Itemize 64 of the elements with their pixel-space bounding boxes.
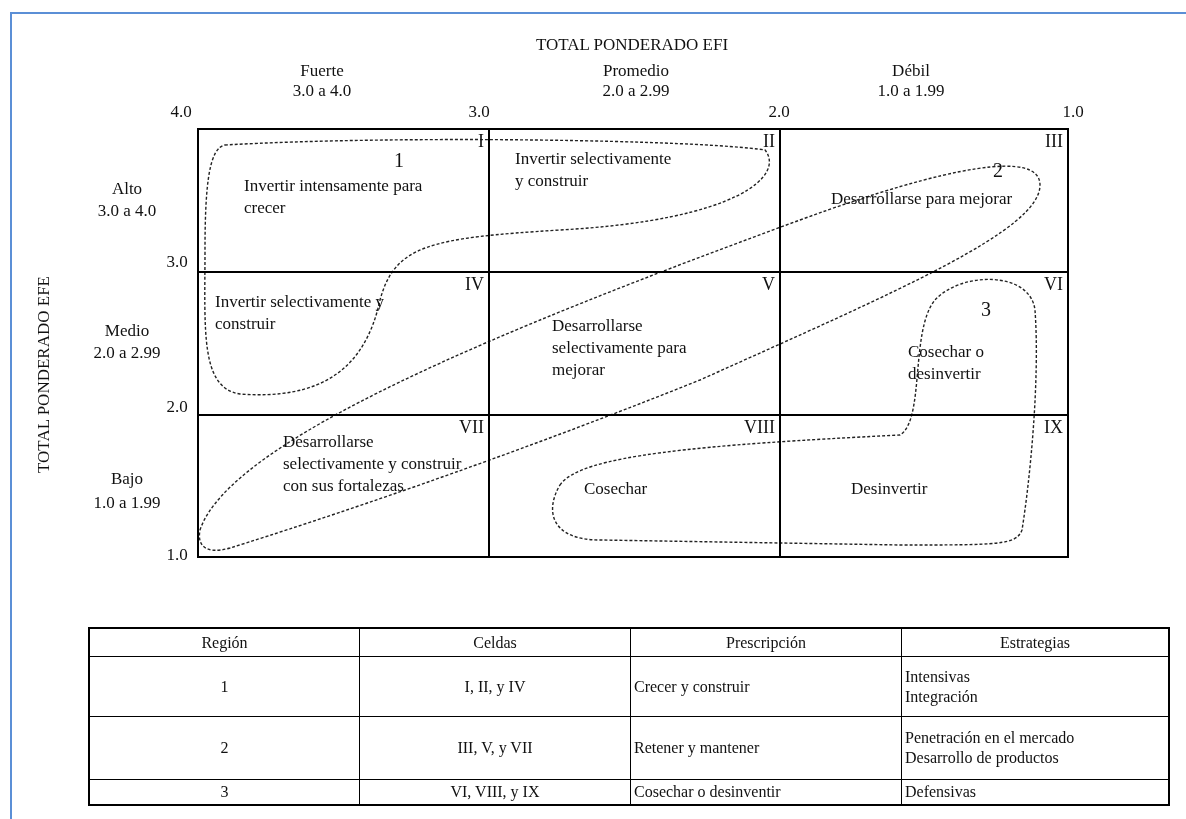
table-cell-text: VI, VIII, y IX: [450, 782, 540, 802]
table-header: Celdas: [473, 632, 517, 653]
roman-numeral: III: [1045, 132, 1063, 150]
matrix-cell: [199, 130, 490, 273]
roman-numeral: I: [478, 132, 484, 150]
axis-category-label: 2.0 a 2.99: [93, 344, 161, 363]
roman-numeral: IX: [1044, 418, 1063, 436]
axis-category-label: Fuerte: [300, 62, 344, 81]
region-number: 2: [993, 160, 1003, 180]
axis-tick-label: 3.0: [468, 103, 490, 122]
table-cell-text: Intensivas: [905, 666, 970, 687]
axis-category-label: Medio: [104, 322, 150, 341]
axis-category-label: 1.0 a 1.99: [877, 82, 945, 101]
region-number: 1: [394, 150, 404, 170]
strategy-text: Cosechar o desinvertir: [908, 341, 985, 386]
table-header: Prescripción: [726, 632, 806, 653]
axis-tick-label: 3.0: [166, 253, 188, 272]
roman-numeral: VIII: [744, 418, 775, 436]
matrix-cell: [490, 130, 781, 273]
table-header: Estrategias: [999, 632, 1071, 653]
axis-category-label: Alto: [111, 180, 143, 199]
axis-tick-label: 4.0: [170, 103, 192, 122]
axis-category-label: Promedio: [602, 62, 670, 81]
table-cell-text: 1: [220, 676, 229, 697]
roman-numeral: II: [763, 132, 775, 150]
table-header: Región: [201, 632, 248, 653]
table-cell-text: Penetración en el mercado: [905, 728, 1075, 748]
table-cell-text: Desarrollo de productos: [905, 748, 1059, 768]
axis-category-label: 2.0 a 2.99: [602, 82, 670, 101]
table-cell-text: Retener y mantener: [634, 738, 760, 758]
table-cell-text: I, II, y IV: [464, 676, 526, 697]
strategy-text: Invertir intensamente para crecer: [244, 175, 424, 220]
axis-category-label: Bajo: [110, 470, 144, 489]
axis-category-label: Débil: [892, 62, 930, 81]
roman-numeral: VI: [1044, 275, 1063, 293]
table-cell-text: Crecer y construir: [634, 676, 750, 697]
strategy-text: Invertir selectivamente y construir: [515, 148, 673, 193]
table-cell-text: Integración: [905, 686, 978, 707]
axis-category-label: 1.0 a 1.99: [93, 494, 161, 513]
strategy-text: Desinvertir: [851, 478, 929, 500]
axis-title: TOTAL PONDERADO EFE: [34, 276, 54, 473]
table-cell-text: 2: [220, 738, 229, 758]
table-cell-text: Defensivas: [905, 782, 977, 802]
axis-category-label: 3.0 a 4.0: [292, 82, 352, 101]
strategy-text: Cosechar: [584, 478, 649, 500]
axis-tick-label: 2.0: [166, 398, 188, 417]
roman-numeral: IV: [465, 275, 484, 293]
strategy-text: Invertir selectivamente y construir: [215, 291, 385, 336]
strategy-text: Desarrollarse selectivamente y construir con sus fortalezas: [283, 432, 462, 498]
matrix-cell: [199, 273, 490, 416]
table-cell-text: Cosechar o desinventir: [634, 782, 781, 802]
table-cell-text: III, V, y VII: [457, 738, 533, 758]
axis-title: TOTAL PONDERADO EFI: [535, 36, 729, 55]
axis-category-label: 3.0 a 4.0: [97, 202, 157, 221]
axis-tick-label: 1.0: [1062, 103, 1084, 122]
axis-tick-label: 2.0: [768, 103, 790, 122]
strategy-text: Desarrollarse selectivamente para mejorar: [552, 315, 688, 382]
roman-numeral: VII: [459, 418, 484, 436]
table-cell-text: 3: [220, 782, 229, 802]
roman-numeral: V: [762, 275, 775, 293]
region-number: 3: [981, 299, 991, 319]
strategy-text: Desarrollarse para mejorar: [831, 188, 1014, 210]
axis-tick-label: 1.0: [166, 546, 188, 565]
matrix-cell: [490, 273, 781, 416]
